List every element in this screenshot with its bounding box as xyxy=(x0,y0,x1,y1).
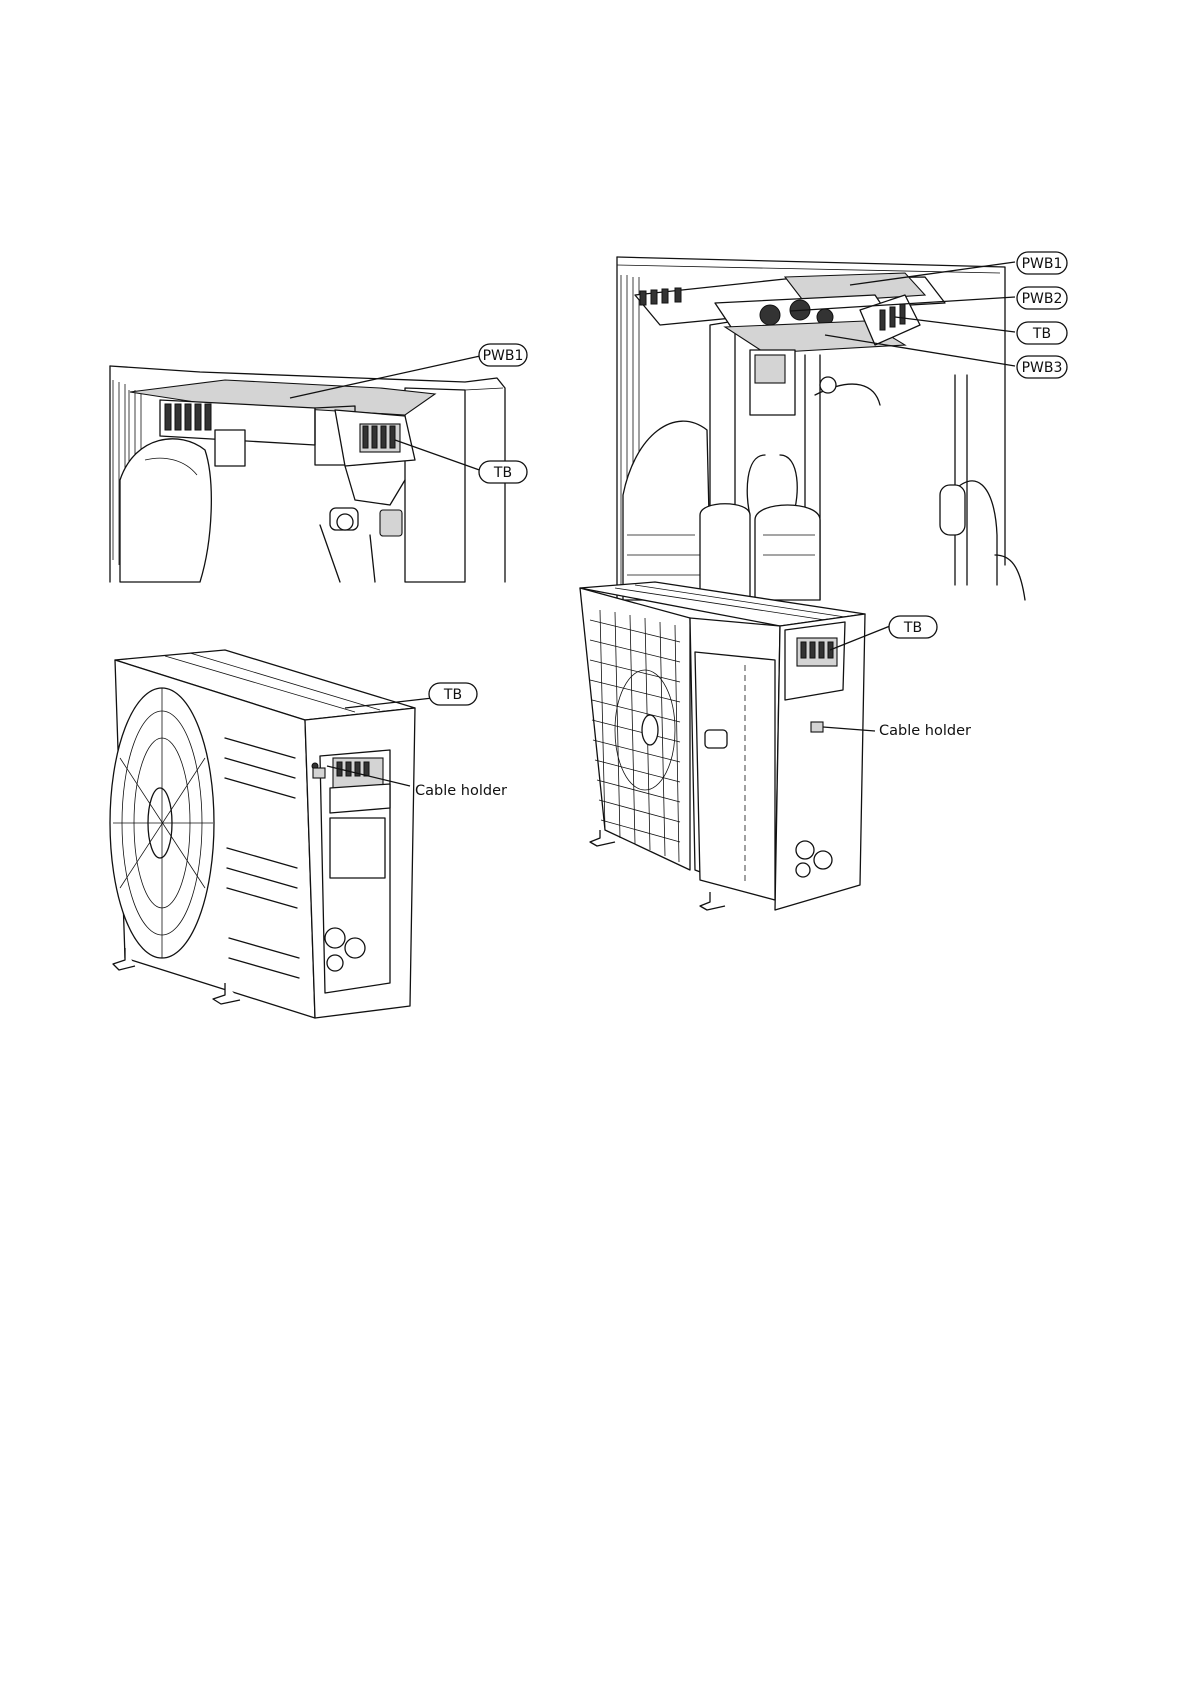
callout-text: Cable holder xyxy=(877,718,987,742)
callout-tb-fig3: TB xyxy=(428,682,478,706)
callout-pwb1-fig1: PWB1 xyxy=(478,343,528,367)
callout-label-pwb1: PWB1 xyxy=(1022,256,1063,272)
callout-pwb3-fig2: PWB3 xyxy=(1016,355,1068,379)
callout-text: Cable holder xyxy=(413,778,523,802)
figure-bottom-left-outdoor-unit xyxy=(105,648,545,1028)
callout-label-pwb1: PWB1 xyxy=(483,348,524,364)
callout-label-tb: TB xyxy=(443,687,462,703)
callout-label-tb: TB xyxy=(493,465,512,481)
cable-holder-fig4 xyxy=(811,722,823,732)
fan-grille xyxy=(110,688,214,958)
callout-pill: PWB2 xyxy=(1016,286,1068,310)
callout-pill: PWB1 xyxy=(478,343,528,367)
callout-tb-fig2: TB xyxy=(1016,321,1068,345)
figure-bottom-right-outdoor-unit xyxy=(575,580,915,990)
callout-cable-holder-fig4: Cable holder xyxy=(877,718,987,742)
callout-pill: PWB1 xyxy=(1016,251,1068,275)
callout-pill: TB xyxy=(888,615,938,639)
service-panel xyxy=(312,750,390,993)
callout-tb-fig4: TB xyxy=(888,615,938,639)
callout-label-pwb2: PWB2 xyxy=(1022,291,1063,307)
callout-pill: TB xyxy=(1016,321,1068,345)
figure-bottom-left-drawing xyxy=(105,648,545,1028)
figure-top-right-drawing xyxy=(615,255,1045,600)
callout-tb-fig1: TB xyxy=(478,460,528,484)
figure-top-right-unit-internals xyxy=(615,255,1045,600)
callout-label-tb: TB xyxy=(903,620,922,636)
callout-cable-holder-fig3: Cable holder xyxy=(413,778,523,802)
figure-bottom-right-drawing xyxy=(575,580,915,990)
callout-pwb1-fig2: PWB1 xyxy=(1016,251,1068,275)
callout-label-cable-holder: Cable holder xyxy=(415,783,507,799)
callout-label-cable-holder: Cable holder xyxy=(879,723,971,739)
callout-label-pwb3: PWB3 xyxy=(1022,360,1063,376)
terminal-block-tb xyxy=(320,410,415,582)
callout-pill: TB xyxy=(478,460,528,484)
callout-pill: TB xyxy=(428,682,478,706)
pwb3-leader-line xyxy=(825,335,1015,366)
callout-pwb2-fig2: PWB2 xyxy=(1016,286,1068,310)
callout-label-tb: TB xyxy=(1032,326,1051,342)
callout-pill: PWB3 xyxy=(1016,355,1068,379)
